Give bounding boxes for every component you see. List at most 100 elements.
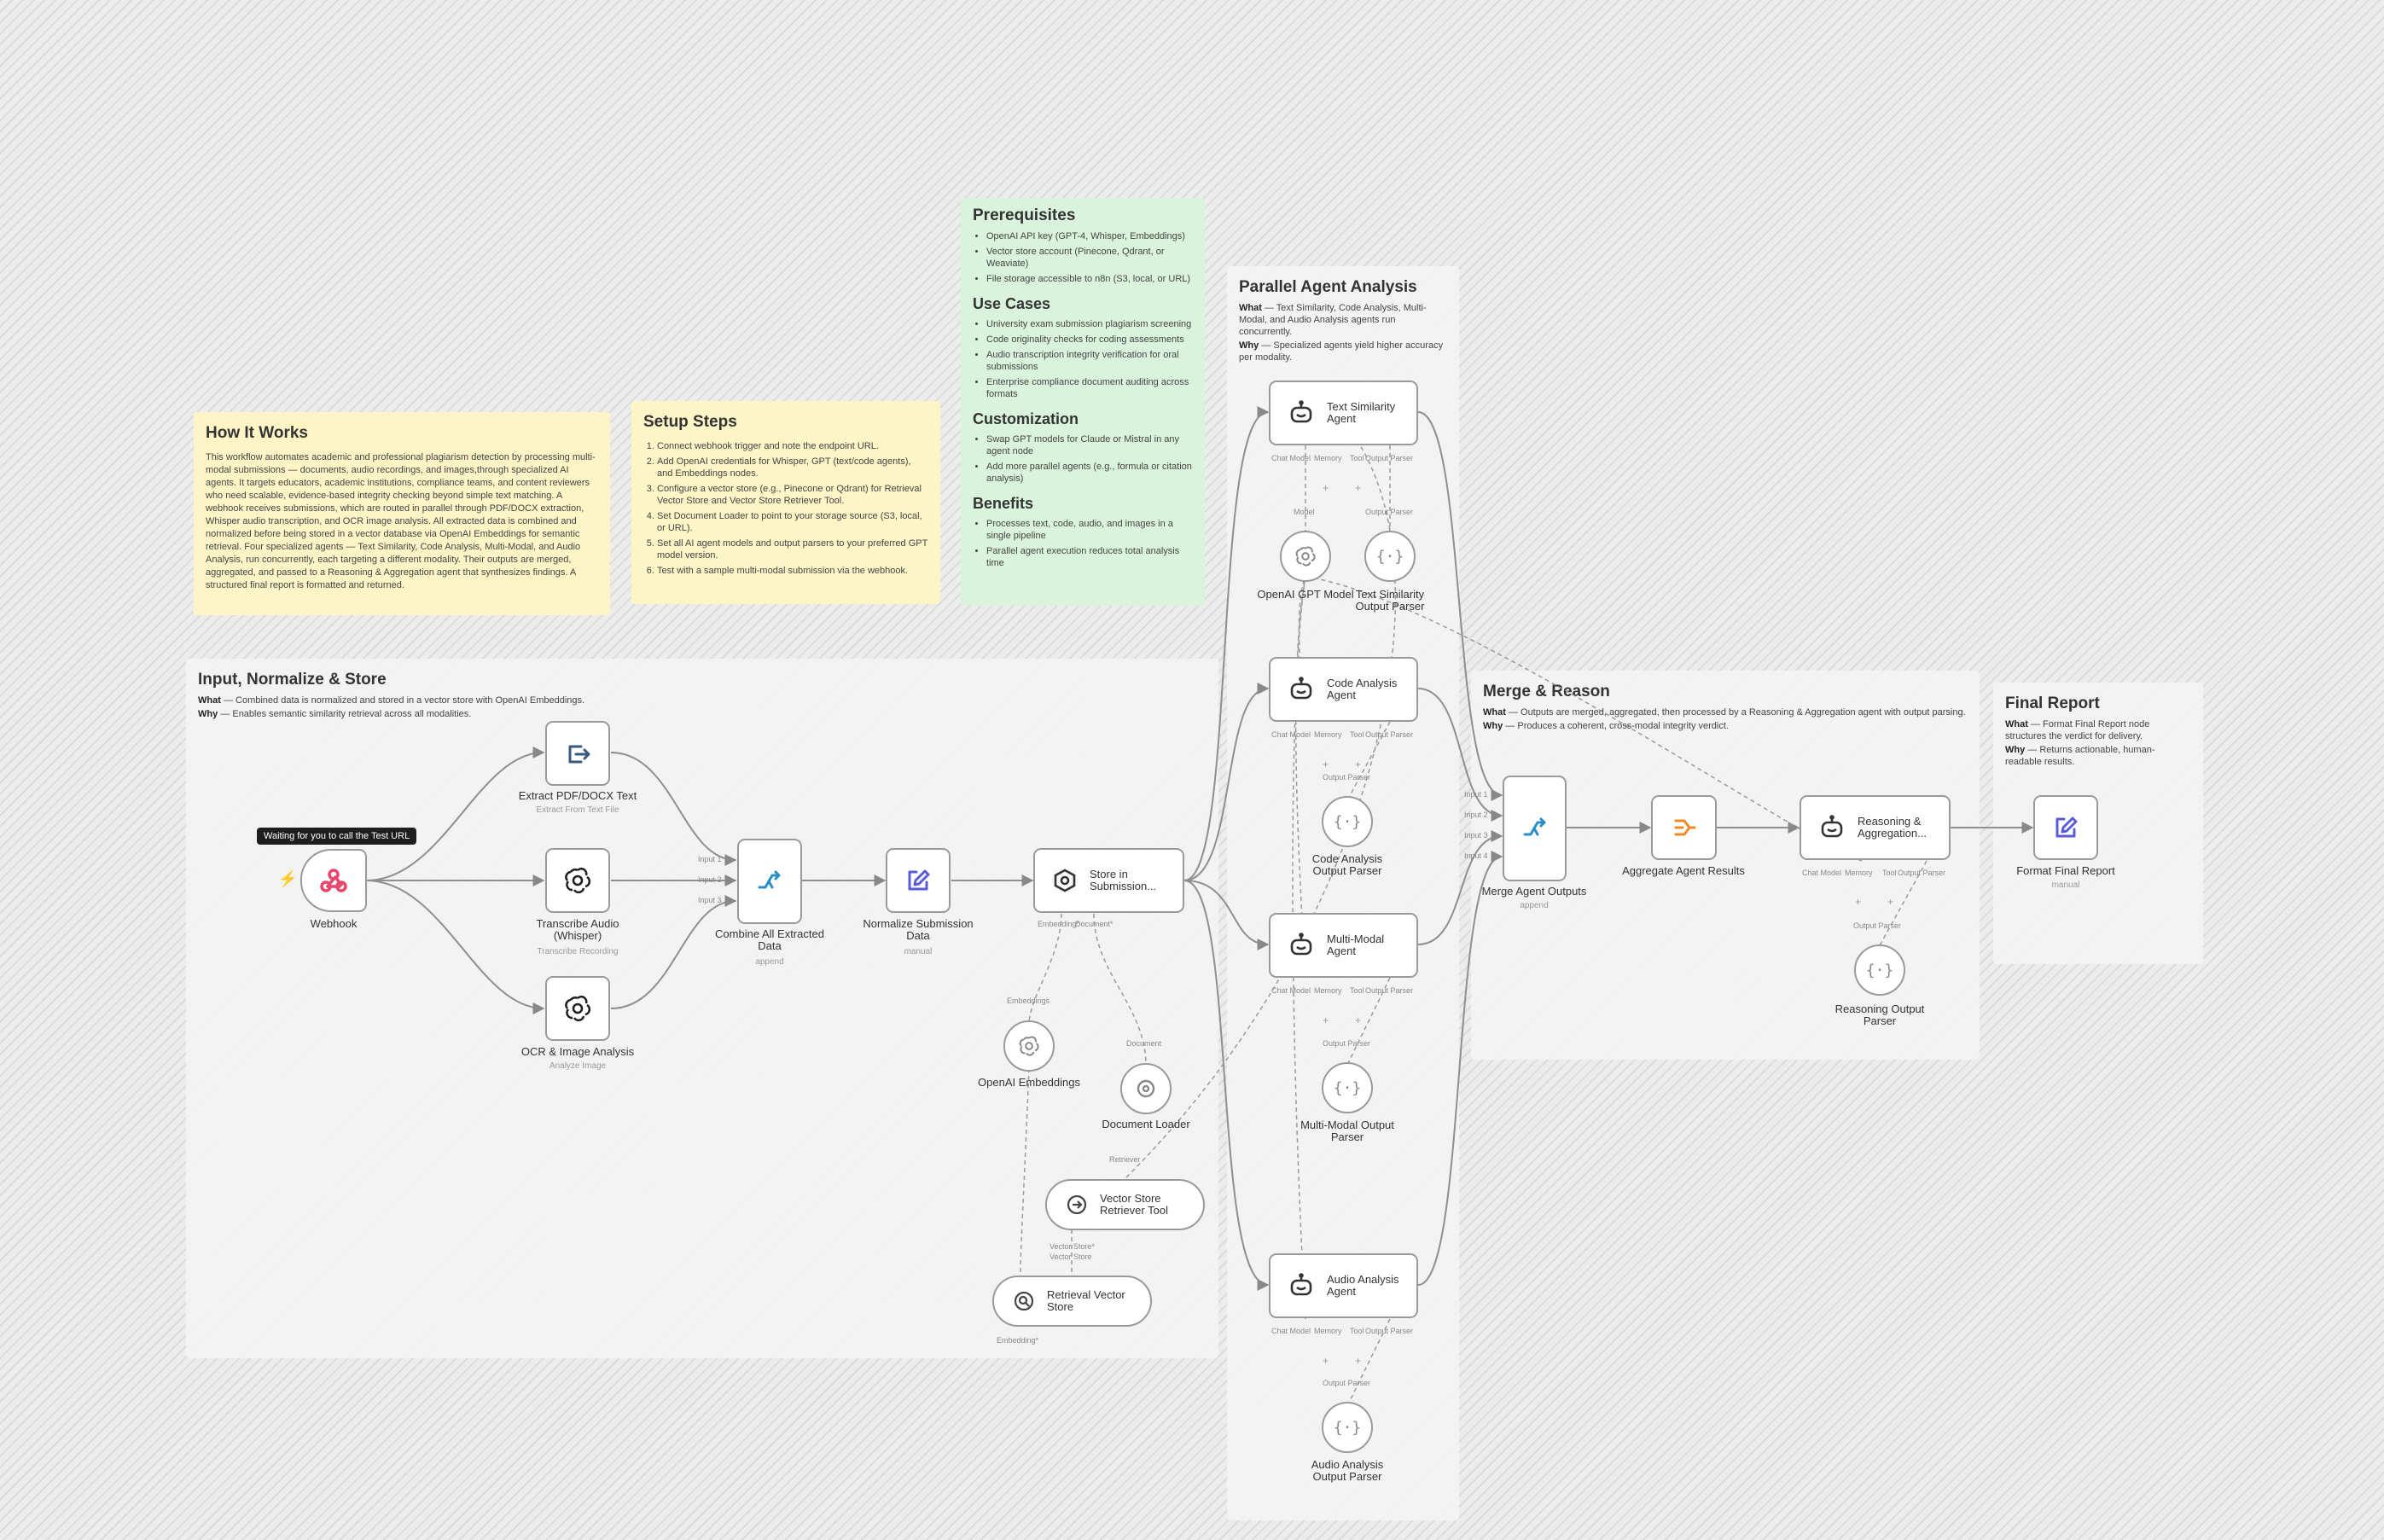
retrieval-vector-store-node[interactable]: Retrieval Vector Store [992, 1276, 1152, 1327]
note-title: Parallel Agent Analysis [1239, 278, 1417, 296]
add-connection-icon[interactable]: + [1323, 482, 1329, 494]
audio-analysis-agent-node[interactable]: Audio Analysis Agent [1269, 1253, 1418, 1318]
robot-icon [1290, 1273, 1312, 1296]
openai-icon [565, 867, 591, 894]
custom-list: Swap GPT models for Claude or Mistral in… [973, 433, 1193, 485]
document-loader-node[interactable] [1120, 1063, 1172, 1114]
combine-data-subtitle: append [755, 957, 784, 967]
reasoning-agent-node[interactable]: Reasoning & Aggregation... [1800, 795, 1951, 860]
note-prerequisites[interactable]: Prerequisites OpenAI API key (GPT-4, Whi… [961, 198, 1205, 606]
aggregate-results-label: Aggregate Agent Results [1622, 864, 1745, 877]
note-what: What — Text Similarity, Code Analysis, M… [1239, 303, 1427, 337]
list-item: Connect webhook trigger and note the end… [657, 440, 928, 452]
prereq-list: OpenAI API key (GPT-4, Whisper, Embeddin… [973, 230, 1193, 285]
normalize-data-node[interactable] [886, 848, 951, 913]
list-item: Add more parallel agents (e.g., formula … [986, 461, 1193, 485]
combine-data-label: Combine All Extracted Data [715, 927, 824, 952]
port-label: Output Parser [1853, 921, 1902, 930]
port-label: Chat Model [1271, 730, 1311, 739]
note-body: This workflow automates academic and pro… [206, 452, 596, 590]
port-label: Input 2 [1464, 811, 1488, 819]
note-setup-steps[interactable]: Setup Steps Connect webhook trigger and … [631, 401, 940, 604]
combine-data-node[interactable] [737, 839, 802, 924]
multi-modal-parser-node[interactable]: {·} [1322, 1062, 1373, 1113]
format-final-report-node[interactable] [2033, 795, 2098, 860]
note-final-report[interactable]: Final Report What — Format Final Report … [1993, 683, 2203, 964]
format-final-report-subtitle: manual [2051, 880, 2080, 890]
text-similarity-parser-node[interactable]: {·} [1364, 531, 1416, 582]
reasoning-agent-label: Reasoning & Aggregation... [1858, 815, 1927, 840]
port-label: Memory [1314, 454, 1342, 462]
audio-analysis-parser-node[interactable]: {·} [1322, 1402, 1373, 1453]
note-title: Final Report [2005, 694, 2100, 712]
list-item: Set all AI agent models and output parse… [657, 538, 928, 561]
port-label: Document* [1075, 920, 1114, 928]
audio-analysis-parser-label: Audio Analysis Output Parser [1311, 1458, 1384, 1483]
openai-icon [565, 995, 591, 1022]
port-label: Output Parser [1365, 1327, 1414, 1335]
merge-icon [1523, 817, 1545, 836]
list-item: Configure a vector store (e.g., Pinecone… [657, 483, 928, 507]
port-label: Tool [1350, 1327, 1364, 1335]
extract-pdf-node[interactable] [545, 721, 610, 786]
merge-agent-outputs-node[interactable] [1503, 776, 1567, 881]
code-analysis-agent-node[interactable]: Code Analysis Agent [1269, 657, 1418, 722]
note-subtitle: Customization [973, 410, 1079, 427]
port-label: Memory [1314, 730, 1342, 739]
add-connection-icon[interactable]: + [1355, 758, 1362, 770]
aggregate-results-node[interactable] [1651, 795, 1717, 860]
webhook-node[interactable] [300, 849, 367, 912]
note-what: What — Combined data is normalized and s… [198, 695, 585, 706]
code-analysis-parser-label: Code Analysis Output Parser [1311, 852, 1383, 877]
aggregate-icon [1674, 819, 1695, 836]
add-connection-icon[interactable]: + [1355, 482, 1362, 494]
braces-icon: {·} [1333, 1418, 1362, 1437]
add-connection-icon[interactable]: + [1323, 1014, 1329, 1026]
braces-icon: {·} [1375, 547, 1404, 566]
reasoning-parser-node[interactable]: {·} [1854, 944, 1905, 996]
ocr-image-subtitle: Analyze Image [549, 1061, 607, 1071]
list-item: Add OpenAI credentials for Whisper, GPT … [657, 456, 928, 479]
multi-modal-agent-node[interactable]: Multi-Modal Agent [1269, 913, 1418, 978]
audio-analysis-agent-label: Audio Analysis Agent [1327, 1273, 1399, 1298]
ocr-image-node[interactable] [545, 976, 610, 1041]
add-connection-icon[interactable]: + [1323, 758, 1329, 770]
list-item: Processes text, code, audio, and images … [986, 518, 1193, 542]
store-vector-node[interactable]: Store in Submission... [1033, 848, 1184, 913]
transcribe-audio-node[interactable] [545, 848, 610, 913]
webhook-tooltip: Waiting for you to call the Test URL [257, 828, 417, 845]
note-how-it-works[interactable]: How It Works This workflow automates aca… [194, 412, 610, 615]
port-label: Document [1126, 1039, 1162, 1048]
retriever-tool-node[interactable]: Vector Store Retriever Tool [1045, 1179, 1205, 1230]
transcribe-audio-label: Transcribe Audio (Whisper) [536, 917, 619, 942]
retriever-icon [1067, 1194, 1087, 1215]
port-label: Output Parser [1365, 730, 1414, 739]
loader-icon [1137, 1079, 1155, 1098]
add-connection-icon[interactable]: + [1355, 1355, 1362, 1367]
text-similarity-agent-label: Text Similarity Agent [1327, 400, 1396, 425]
list-item: Set Document Loader to point to your sto… [657, 510, 928, 534]
edit-icon [2055, 816, 2078, 838]
openai-gpt-model-node[interactable] [1280, 531, 1331, 582]
list-item: Test with a sample multi-modal submissio… [657, 565, 928, 577]
note-parallel-agent-analysis[interactable]: Parallel Agent Analysis What — Text Simi… [1227, 266, 1459, 1520]
port-label: Input 1 [698, 855, 722, 863]
add-connection-icon[interactable]: + [1355, 1014, 1362, 1026]
openai-icon [1019, 1036, 1039, 1056]
list-item: Swap GPT models for Claude or Mistral in… [986, 433, 1193, 457]
port-label: Chat Model [1802, 869, 1842, 877]
list-item: OpenAI API key (GPT-4, Whisper, Embeddin… [986, 230, 1193, 242]
port-label: Output Parser [1323, 773, 1371, 782]
text-similarity-agent-node[interactable]: Text Similarity Agent [1269, 381, 1418, 445]
add-connection-icon[interactable]: + [1887, 896, 1894, 908]
note-title: How It Works [206, 424, 308, 442]
openai-embeddings-node[interactable] [1003, 1020, 1055, 1072]
port-label: Memory [1314, 1327, 1342, 1335]
add-connection-icon[interactable]: + [1855, 896, 1862, 908]
multi-modal-agent-label: Multi-Modal Agent [1327, 933, 1385, 957]
port-label: Embedding* [997, 1336, 1039, 1345]
port-label: Tool [1350, 986, 1364, 995]
add-connection-icon[interactable]: + [1323, 1355, 1329, 1367]
code-analysis-parser-node[interactable]: {·} [1322, 796, 1373, 847]
document-loader-label: Document Loader [1102, 1118, 1190, 1130]
